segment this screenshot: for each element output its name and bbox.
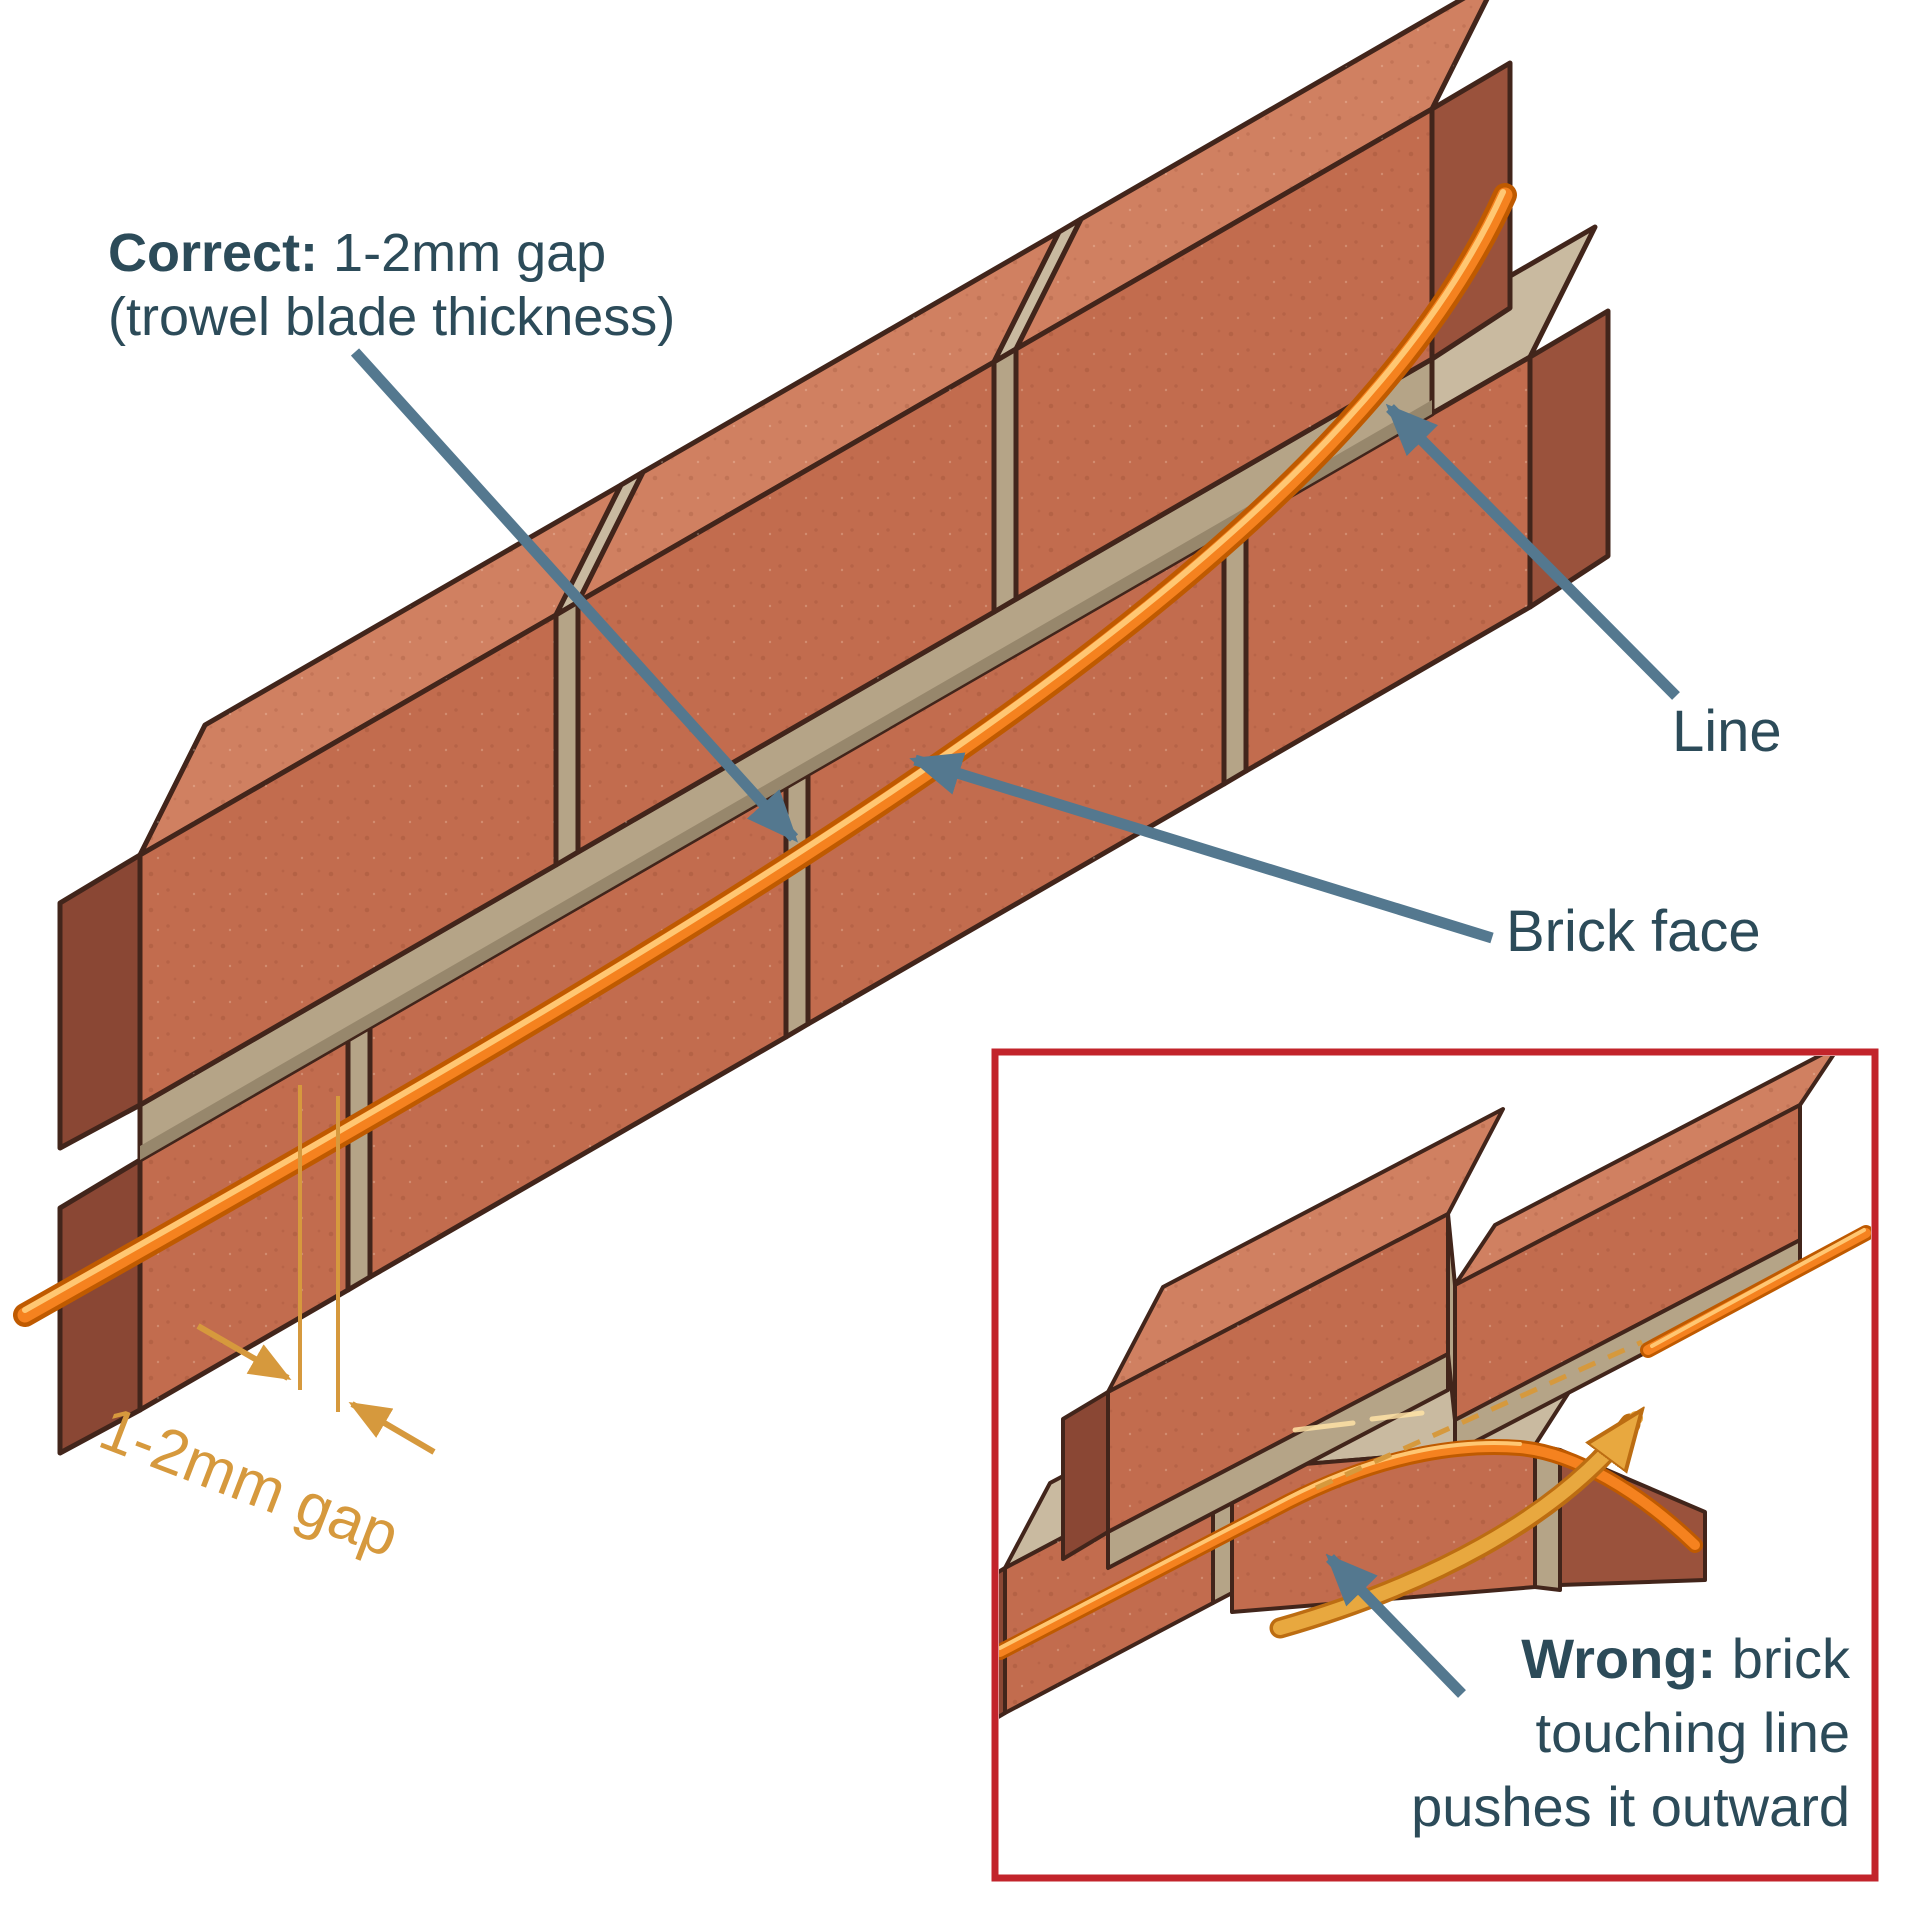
line-label: Line [1672,699,1782,764]
bed-joint-shadow [140,400,1432,1160]
callout-arrows [350,348,1680,944]
wrong-label: Wrong: brick touching line pushes it out… [1400,1622,1850,1844]
head-joint-mortar [345,1024,373,1293]
wrong-callout-arrow [1325,1553,1466,1698]
head-joint-mortar [1221,518,1249,787]
gap-dimension-arrow-left [196,1323,292,1381]
head-joint-mortar [783,771,811,1040]
brick-face-callout-arrow [909,752,1494,944]
inset-bed-joint-mortar [1106,1352,1450,1570]
inset-line-deflected-highlight [999,1441,1522,1650]
correct-callout-arrow [350,348,799,843]
inset-line-anchor-segment-highlight [1650,1228,1866,1348]
correct-label: Correct: 1-2mm gap (trowel blade thickne… [108,222,675,349]
wrong-label-bold: Wrong: [1521,1627,1717,1690]
top-course-left-end-face [57,852,143,1151]
string-line [13,183,1517,1327]
correct-label-text: 1-2mm gap [318,223,607,283]
inset-upper-brick-end-face [1061,1390,1110,1561]
gap-dimension-arrow-right [348,1401,436,1455]
correct-label-bold: Correct: [108,223,319,283]
string-line-highlight [22,189,1506,1313]
wrong-label-line2: touching line [1535,1700,1850,1764]
wrong-inset-scene [999,1056,1871,1719]
inset-push-arrow [1273,1418,1636,1635]
line-callout-arrow [1385,403,1680,700]
inset-mortar-scuff [1369,1410,1425,1422]
correct-label-line1: Correct: 1-2mm gap [108,222,675,286]
main-wall [57,0,1611,1456]
head-joint-mortar [991,346,1019,615]
string-line-core [17,187,1513,1323]
head-joint-mortar [553,599,581,868]
wrong-label-text: brick [1716,1627,1850,1690]
wrong-label-line3: pushes it outward [1411,1774,1850,1838]
inset-displaced-brick-front-face [1558,1448,1707,1587]
inset-original-path-dashed [1314,1339,1644,1491]
gap-dimension [196,1085,436,1455]
brick-face-label: Brick face [1506,899,1761,964]
inset-line-deflected-core [999,1442,1700,1657]
correct-label-line2: (trowel blade thickness) [108,286,676,347]
inset-mortar-scuff [1292,1420,1356,1433]
